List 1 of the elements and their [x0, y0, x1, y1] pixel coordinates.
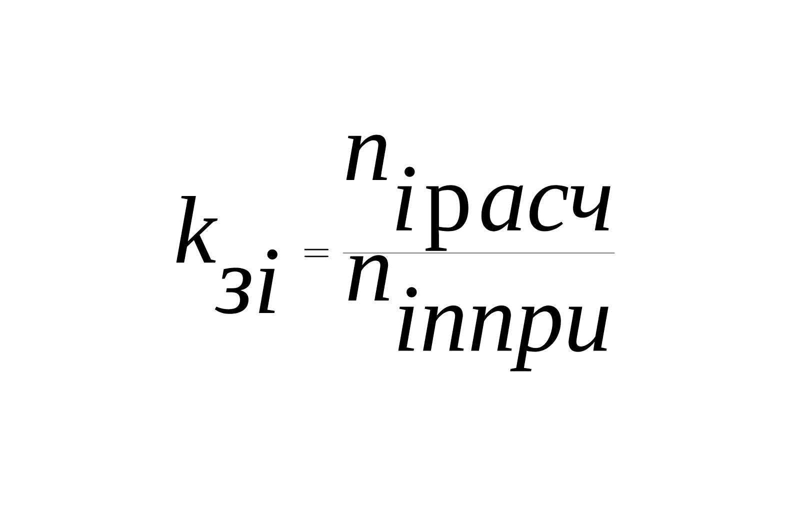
formula: $\textit{k}_{\textit{зі}}\;=\frac{\textit{n}_{\textit{і}\,\textup{р}\,\textit{асч}}}{\textit{n}_{\textit{іппри}}}$	[176, 134, 615, 372]
